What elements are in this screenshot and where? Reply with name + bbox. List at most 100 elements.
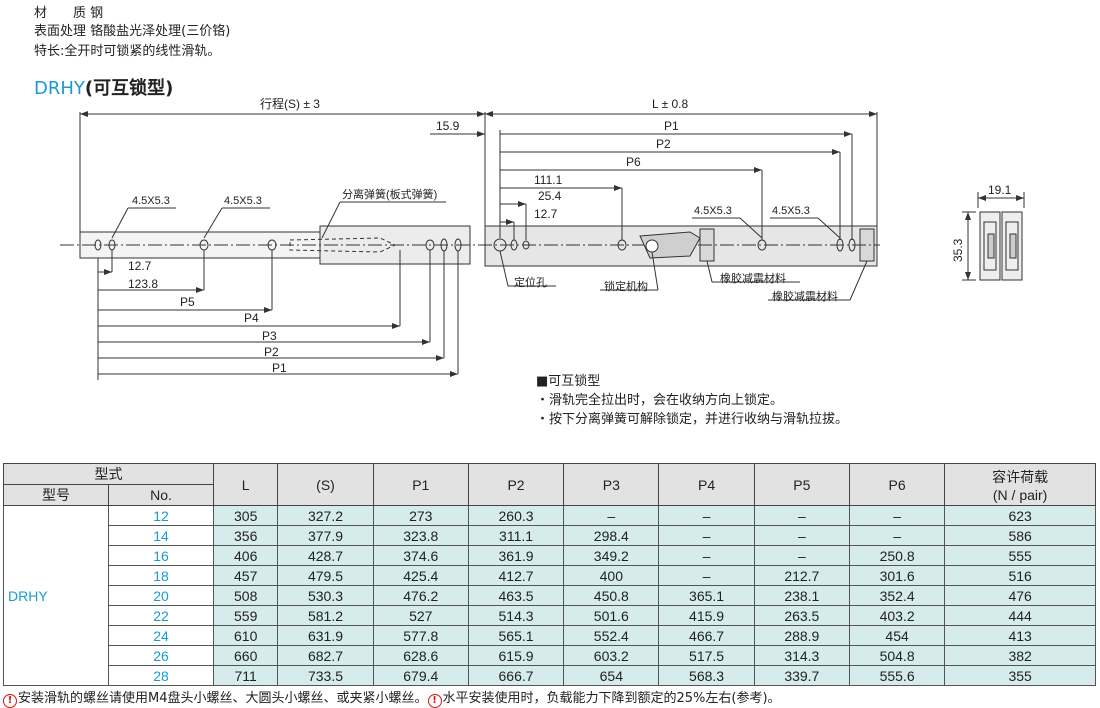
hole-spec-2: 4.5X5.3: [224, 195, 262, 207]
value-cell: 355: [944, 665, 1096, 686]
surface-value: 铬酸盐光泽处理(三价铬): [90, 24, 231, 39]
rubber-label-1: 橡胶减震材料: [720, 271, 786, 285]
value-cell: 577.8: [372, 625, 469, 646]
footer-note: !安装滑轨的螺丝请使用M4盘头小螺丝、大圆头小螺丝、或夹紧小螺丝。!水平安装使用…: [3, 687, 781, 708]
value-cell: 586: [944, 525, 1096, 546]
value-cell: 517.5: [658, 645, 755, 666]
value-cell: 508: [212, 585, 279, 606]
lock-pivot: [645, 239, 659, 253]
dim-p2-left: P2: [264, 345, 279, 359]
spring-label: 分离弹簧(板式弹簧): [342, 187, 437, 201]
value-cell: –: [753, 545, 850, 566]
no-cell: 18: [108, 565, 214, 586]
value-cell: 250.8: [848, 545, 946, 566]
col-header-load: 容许荷载 (N / pair): [944, 463, 1096, 506]
no-cell: 22: [108, 605, 214, 626]
col-header-P3: P3: [563, 463, 660, 506]
value-cell: 555.6: [848, 665, 946, 686]
dim-p4: P4: [244, 311, 259, 325]
value-cell: 501.6: [563, 605, 660, 626]
no-cell: 24: [108, 625, 214, 646]
value-cell: 466.7: [658, 625, 755, 646]
separation-spring: [289, 237, 397, 253]
value-cell: –: [848, 505, 946, 526]
value-cell: 403.2: [848, 605, 946, 626]
value-cell: –: [848, 525, 946, 546]
col-header-P4: P4: [658, 463, 755, 506]
dim-123-8: 123.8: [128, 277, 158, 291]
value-cell: 260.3: [467, 505, 565, 526]
footer-text-2: 水平安装使用时，负载能力下降到额定的25%左右(参考)。: [442, 691, 781, 706]
lock-mechanism-label: 锁定机构: [604, 279, 648, 293]
dim-25-4: 25.4: [538, 189, 562, 203]
no-cell: 12: [108, 505, 214, 526]
value-cell: –: [563, 505, 660, 526]
value-cell: 463.5: [467, 585, 565, 606]
mount-hole: [94, 239, 102, 251]
value-cell: 555: [944, 545, 1096, 566]
value-cell: 212.7: [753, 565, 850, 586]
footer-text-1: 安装滑轨的螺丝请使用M4盘头小螺丝、大圆头小螺丝、或夹紧小螺丝。: [18, 691, 428, 706]
value-cell: –: [658, 545, 755, 566]
dim-p2-right: P2: [656, 137, 671, 151]
group-header: 型式: [3, 463, 214, 485]
spec-feature: 特长:全开时可锁紧的线性滑轨。: [34, 44, 221, 59]
value-cell: –: [658, 505, 755, 526]
value-cell: 565.1: [467, 625, 565, 646]
dim-p6: P6: [626, 155, 641, 169]
col-header-S: (S): [277, 463, 374, 506]
value-cell: 476: [944, 585, 1096, 606]
value-cell: 552.4: [563, 625, 660, 646]
spec-surface: 表面处理 铬酸盐光泽处理(三价铬): [34, 22, 230, 42]
col-header-P5: P5: [753, 463, 850, 506]
value-cell: –: [753, 525, 850, 546]
value-cell: 365.1: [658, 585, 755, 606]
value-cell: 682.7: [277, 645, 374, 666]
notes-title: ■可互锁型: [536, 374, 601, 389]
value-cell: 568.3: [658, 665, 755, 686]
value-cell: 238.1: [753, 585, 850, 606]
value-cell: –: [658, 525, 755, 546]
value-cell: 412.7: [467, 565, 565, 586]
no-cell: 26: [108, 645, 214, 666]
no-cell: 14: [108, 525, 214, 546]
value-cell: 514.3: [467, 605, 565, 626]
value-cell: –: [658, 565, 755, 586]
hole-spec-4: 4.5X5.3: [772, 205, 810, 217]
value-cell: 298.4: [563, 525, 660, 546]
value-cell: 679.4: [372, 665, 469, 686]
dim-p5: P5: [180, 295, 195, 309]
height-35-3: 35.3: [951, 238, 965, 262]
dim-left-12-7: 12.7: [128, 259, 152, 273]
section-heading: DRHY(可互锁型): [34, 74, 173, 100]
value-cell: 479.5: [277, 565, 374, 586]
notes-line2: ・按下分离弹簧可解除锁定，并进行收纳与滑轨拉拔。: [536, 412, 849, 427]
material-label: 材 质: [34, 6, 87, 21]
value-cell: 457: [212, 565, 279, 586]
value-cell: 610: [212, 625, 279, 646]
spec-material: 材 质 钢: [34, 4, 103, 24]
width-19-1: 19.1: [988, 183, 1012, 197]
value-cell: 444: [944, 605, 1096, 626]
dim-p3: P3: [262, 329, 277, 343]
value-cell: 377.9: [277, 525, 374, 546]
value-cell: 559: [212, 605, 279, 626]
value-cell: 311.1: [467, 525, 565, 546]
locating-hole-label: 定位孔: [514, 275, 547, 289]
mount-hole: [522, 240, 530, 250]
value-cell: 323.8: [372, 525, 469, 546]
no-header: No.: [108, 484, 214, 506]
dim-p1-left: P1: [272, 361, 287, 375]
value-cell: 327.2: [277, 505, 374, 526]
load-header-line1: 容许荷载: [992, 468, 1049, 485]
value-cell: 382: [944, 645, 1096, 666]
value-cell: 581.2: [277, 605, 374, 626]
model-cell: DRHY: [3, 505, 109, 686]
